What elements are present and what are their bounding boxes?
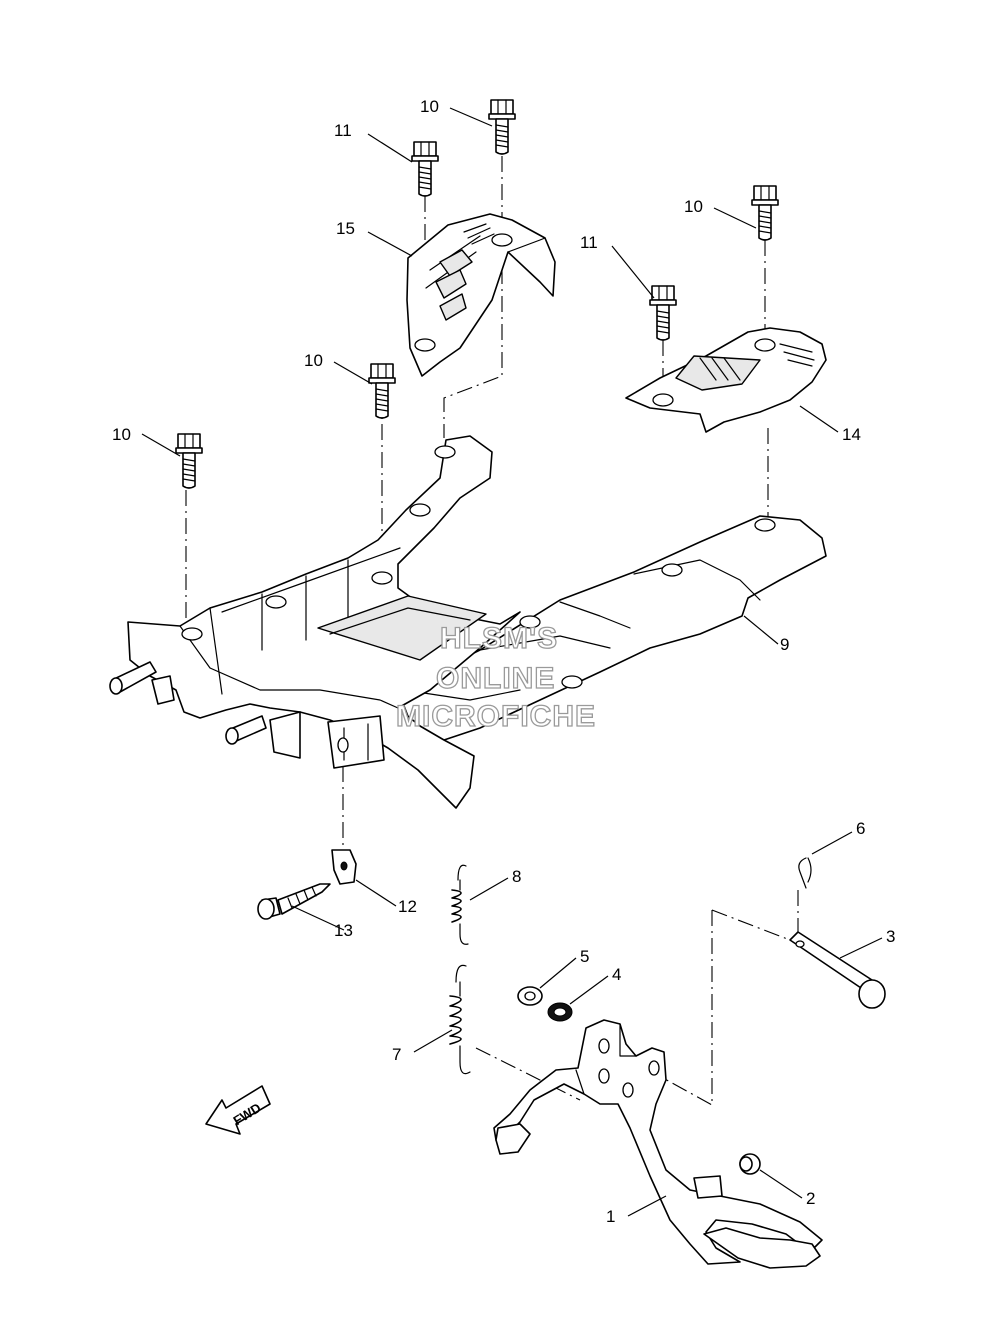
callout-15: 15 <box>336 219 355 238</box>
callout-5: 5 <box>580 947 589 966</box>
alignment-lines <box>185 156 799 1106</box>
callout-13: 13 <box>334 921 353 940</box>
spring-part-7 <box>449 964 471 1075</box>
watermark-line-2: ONLINE <box>436 662 555 695</box>
callout-2: 2 <box>806 1189 815 1208</box>
main-stand-part-1 <box>493 1019 823 1269</box>
cotter-pin-part-6 <box>798 857 812 889</box>
watermark: HLSM'S ONLINE MICROFICHE <box>395 621 596 733</box>
callout-10: 10 <box>304 351 323 370</box>
callout-6: 6 <box>856 819 865 838</box>
step-cover-part-14 <box>625 327 827 433</box>
bolt-part-11-top <box>411 141 439 197</box>
bolt-part-11-right <box>649 285 677 341</box>
callout-11: 11 <box>334 121 352 140</box>
clip-nut-part-12 <box>331 849 357 885</box>
callout-1: 1 <box>606 1207 615 1226</box>
bolt-part-10-right <box>751 185 779 241</box>
callout-10: 10 <box>684 197 703 216</box>
watermark-line-3: MICROFICHE <box>396 700 596 733</box>
oring-part-4 <box>547 1002 573 1022</box>
callout-3: 3 <box>886 927 895 946</box>
washer-part-2 <box>739 1153 761 1175</box>
bolt-part-10-top <box>488 99 516 155</box>
bolt-part-10-mid <box>368 363 396 419</box>
forward-arrow-icon: FWD <box>205 1085 271 1135</box>
watermark-line-1: HLSM'S <box>440 622 558 655</box>
bolt-part-10-left <box>175 433 203 489</box>
callout-14: 14 <box>842 425 861 444</box>
leader-lines <box>141 107 883 1217</box>
screw-part-13 <box>257 883 331 920</box>
floor-frame-part-9 <box>109 435 827 809</box>
callout-10: 10 <box>112 425 131 444</box>
callout-labels: 10 11 15 10 11 14 10 10 9 6 3 8 12 13 5 … <box>112 97 895 1226</box>
callout-9: 9 <box>780 635 789 654</box>
callout-12: 12 <box>398 897 417 916</box>
callout-11: 11 <box>580 233 598 252</box>
callout-7: 7 <box>392 1045 401 1064</box>
callout-8: 8 <box>512 867 521 886</box>
washer-part-5 <box>517 986 543 1006</box>
bracket-cover-part-15 <box>406 213 556 377</box>
spring-part-8 <box>451 864 469 945</box>
pivot-shaft-part-3 <box>789 931 886 1009</box>
callout-4: 4 <box>612 965 621 984</box>
callout-10: 10 <box>420 97 439 116</box>
